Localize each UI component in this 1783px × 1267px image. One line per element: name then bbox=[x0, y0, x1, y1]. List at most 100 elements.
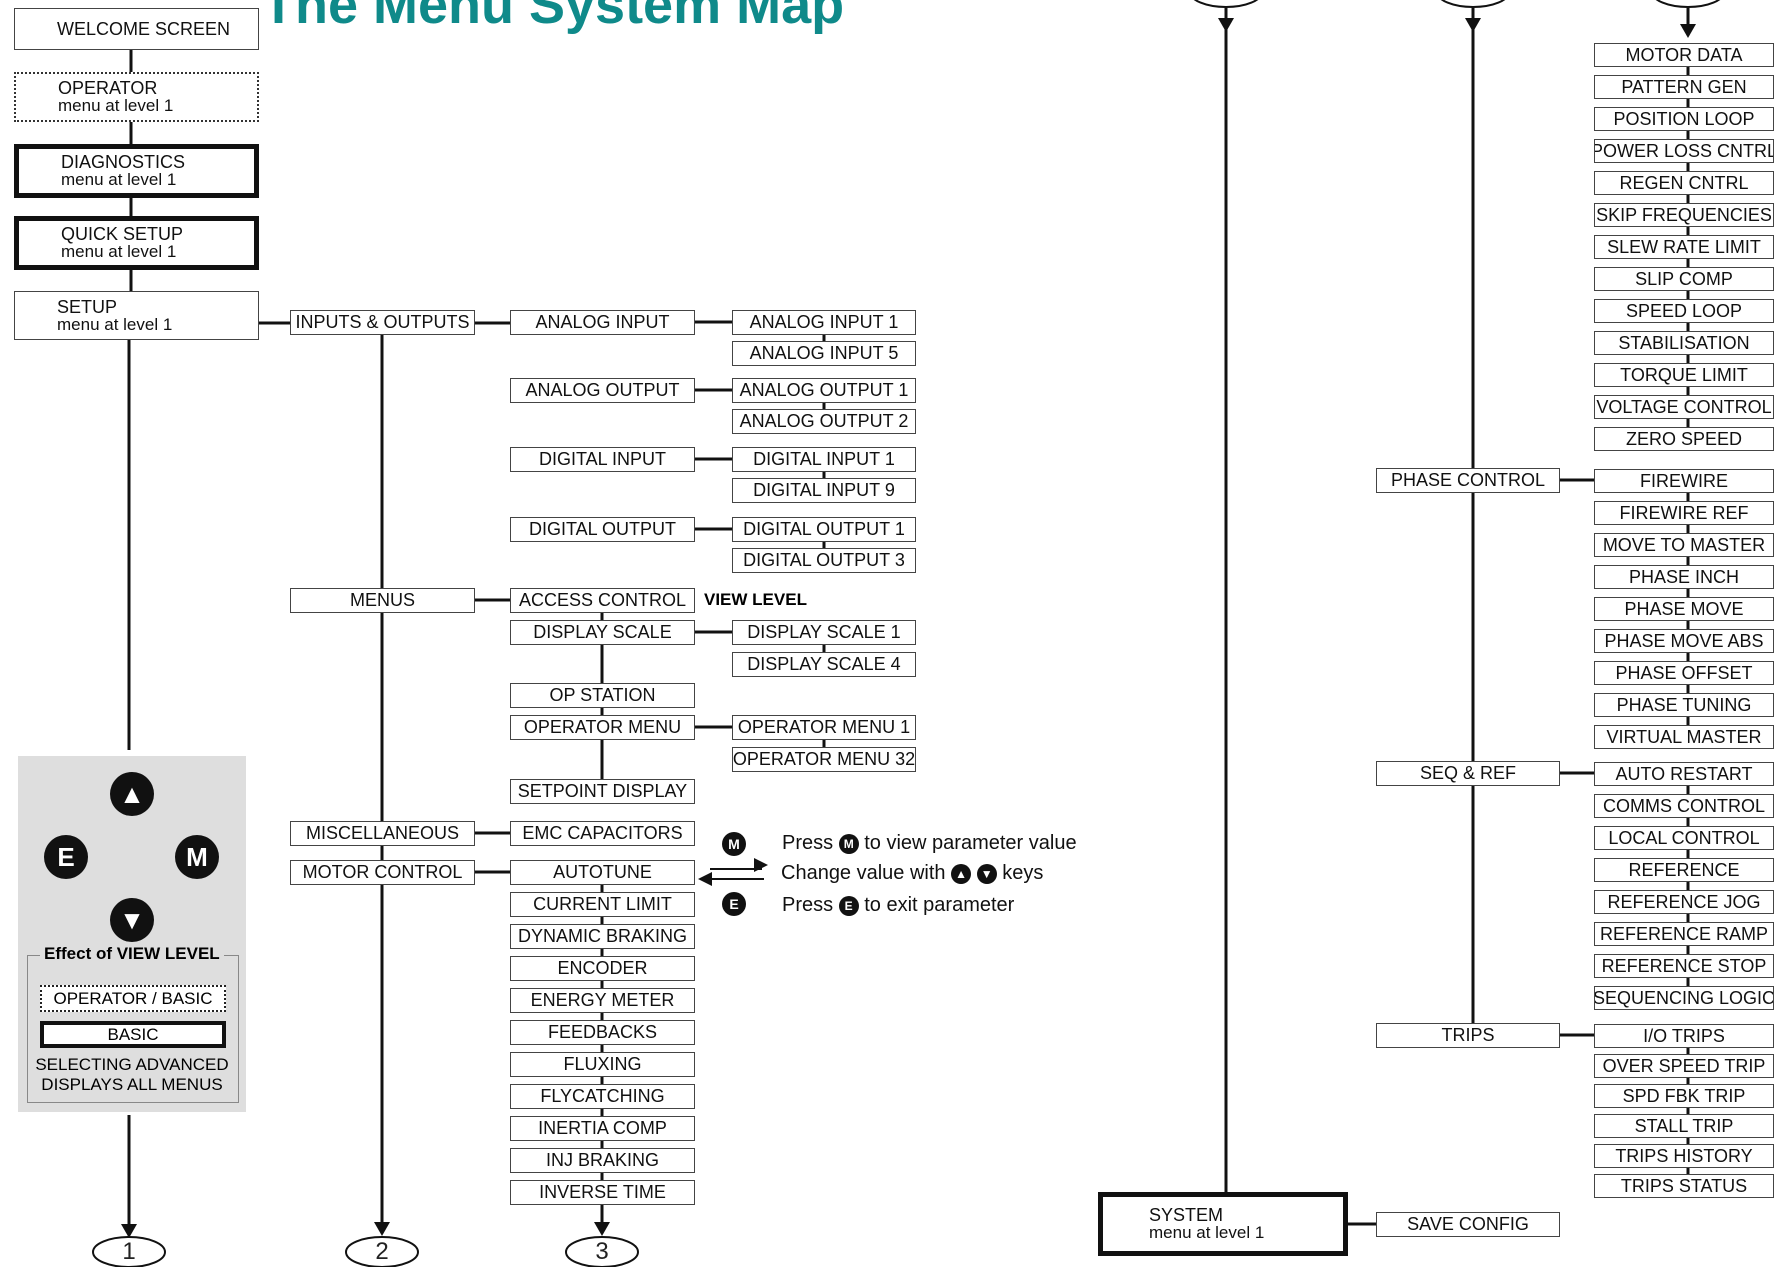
help-arrow-left bbox=[698, 872, 712, 886]
menu-slip-comp: SLIP COMP bbox=[1594, 267, 1774, 291]
menu-reference-stop: REFERENCE STOP bbox=[1594, 954, 1774, 978]
connector-2-arrow bbox=[374, 1222, 390, 1236]
menu-stall-trip: STALL TRIP bbox=[1594, 1114, 1774, 1138]
menu-system-level: menu at level 1 bbox=[1149, 1223, 1265, 1242]
menu-setpoint-display: SETPOINT DISPLAY bbox=[510, 779, 695, 804]
group-trips: TRIPS bbox=[1376, 1023, 1560, 1048]
menu-firewire: FIREWIRE bbox=[1594, 469, 1774, 493]
submenu-digital-output-1: DIGITAL OUTPUT 1 bbox=[732, 517, 916, 542]
menu-phase-offset: PHASE OFFSET bbox=[1594, 661, 1774, 685]
menu-setup-level: menu at level 1 bbox=[57, 314, 173, 334]
menu-regen-cntrl: REGEN CNTRL bbox=[1594, 171, 1774, 195]
submenu-analog-input-1: ANALOG INPUT 1 bbox=[732, 310, 916, 335]
menu-energy-meter: ENERGY METER bbox=[510, 988, 695, 1013]
menu-spd-fbk-trip: SPD FBK TRIP bbox=[1594, 1084, 1774, 1108]
connector-3-top-arrow bbox=[1680, 24, 1696, 38]
menu-fluxing: FLUXING bbox=[510, 1052, 695, 1077]
legend-basic: BASIC bbox=[40, 1021, 226, 1048]
menu-reference-ramp: REFERENCE RAMP bbox=[1594, 922, 1774, 946]
effect-title: Effect of VIEW LEVEL bbox=[40, 944, 224, 964]
menu-digital-output: DIGITAL OUTPUT bbox=[510, 517, 695, 542]
menu-current-limit: CURRENT LIMIT bbox=[510, 892, 695, 917]
menu-zero-speed: ZERO SPEED bbox=[1594, 427, 1774, 451]
menu-sequencing-logic: SEQUENCING LOGIC bbox=[1594, 986, 1774, 1010]
legend-operator-basic: OPERATOR / BASIC bbox=[40, 985, 226, 1012]
down-key-icon: ▼ bbox=[110, 898, 154, 942]
help-view-note-post: to view parameter value bbox=[864, 832, 1077, 854]
menu-access-control: ACCESS CONTROL bbox=[510, 588, 695, 613]
menu-comms-control: COMMS CONTROL bbox=[1594, 794, 1774, 818]
connector-1-label: 1 bbox=[122, 1238, 136, 1265]
menu-firewire-ref: FIREWIRE REF bbox=[1594, 501, 1774, 525]
submenu-display-scale-4: DISPLAY SCALE 4 bbox=[732, 652, 916, 677]
up-key-icon: ▲ bbox=[951, 863, 972, 884]
view-level-label: VIEW LEVEL bbox=[704, 590, 807, 609]
submenu-analog-input-5: ANALOG INPUT 5 bbox=[732, 341, 916, 366]
submenu-analog-output-2: ANALOG OUTPUT 2 bbox=[732, 409, 916, 434]
connector-2-label: 2 bbox=[375, 1238, 389, 1265]
menu-display-scale: DISPLAY SCALE bbox=[510, 620, 695, 645]
menu-flycatching: FLYCATCHING bbox=[510, 1084, 695, 1109]
menu-digital-input: DIGITAL INPUT bbox=[510, 447, 695, 472]
menu-phase-move-abs: PHASE MOVE ABS bbox=[1594, 629, 1774, 653]
menu-auto-restart: AUTO RESTART bbox=[1594, 762, 1774, 786]
menu-power-loss-cntrl: POWER LOSS CNTRL bbox=[1594, 139, 1774, 163]
menu-operator-label: OPERATOR bbox=[58, 78, 158, 98]
menu-trips-history: TRIPS HISTORY bbox=[1594, 1144, 1774, 1168]
menu-diagnostics-level: menu at level 1 bbox=[61, 170, 177, 189]
menu-stabilisation: STABILISATION bbox=[1594, 331, 1774, 355]
submenu-operator-menu-32: OPERATOR MENU 32 bbox=[732, 747, 916, 772]
menu-over-speed-trip: OVER SPEED TRIP bbox=[1594, 1054, 1774, 1078]
help-exit-note: Press E to exit parameter bbox=[782, 894, 1014, 917]
up-key-icon: ▲ bbox=[110, 772, 154, 816]
help-exit-note-pre: Press bbox=[782, 894, 839, 916]
menu-phase-inch: PHASE INCH bbox=[1594, 565, 1774, 589]
help-change-note: Change value with ▲ ▼ keys bbox=[781, 862, 1043, 885]
m-key-icon: M bbox=[838, 833, 859, 854]
down-key-icon: ▼ bbox=[976, 863, 997, 884]
page-title: The Menu System Map bbox=[262, 0, 845, 35]
menu-feedbacks: FEEDBACKS bbox=[510, 1020, 695, 1045]
group-menus: MENUS bbox=[290, 588, 475, 613]
connector-1-top-arrow bbox=[1218, 18, 1234, 32]
group-miscellaneous: MISCELLANEOUS bbox=[290, 821, 475, 846]
submenu-digital-output-3: DIGITAL OUTPUT 3 bbox=[732, 548, 916, 573]
legend-advanced-line-1: SELECTING ADVANCED bbox=[35, 1055, 229, 1074]
menu-quick-setup-label: QUICK SETUP bbox=[61, 224, 184, 244]
menu-dynamic-braking: DYNAMIC BRAKING bbox=[510, 924, 695, 949]
menu-motor-data: MOTOR DATA bbox=[1594, 43, 1774, 67]
menu-reference-jog: REFERENCE JOG bbox=[1594, 890, 1774, 914]
menu-operator-level: menu at level 1 bbox=[58, 96, 174, 115]
submenu-analog-output-1: ANALOG OUTPUT 1 bbox=[732, 378, 916, 403]
e-key-icon: E bbox=[44, 835, 88, 879]
menu-inj-braking: INJ BRAKING bbox=[510, 1148, 695, 1173]
menu-analog-output: ANALOG OUTPUT bbox=[510, 378, 695, 403]
connector-1-ellipse bbox=[92, 1236, 166, 1267]
menu-voltage-control: VOLTAGE CONTROL bbox=[1594, 395, 1774, 419]
menu-position-loop: POSITION LOOP bbox=[1594, 107, 1774, 131]
submenu-operator-menu-1: OPERATOR MENU 1 bbox=[732, 715, 916, 740]
m-key-icon: M bbox=[722, 832, 746, 856]
menu-welcome-screen: WELCOME SCREEN bbox=[14, 8, 259, 50]
menu-autotune: AUTOTUNE bbox=[510, 860, 695, 885]
group-phase-control: PHASE CONTROL bbox=[1376, 468, 1560, 493]
menu-pattern-gen: PATTERN GEN bbox=[1594, 75, 1774, 99]
menu-save-config: SAVE CONFIG bbox=[1376, 1212, 1560, 1237]
menu-emc-capacitors: EMC CAPACITORS bbox=[510, 821, 695, 846]
submenu-display-scale-1: DISPLAY SCALE 1 bbox=[732, 620, 916, 645]
menu-reference: REFERENCE bbox=[1594, 858, 1774, 882]
connector-3-ellipse bbox=[565, 1236, 639, 1267]
e-key-icon: E bbox=[838, 895, 859, 916]
help-change-note-pre: Change value with bbox=[781, 862, 952, 884]
e-key-icon: E bbox=[722, 892, 746, 916]
connector-2-top-ellipse bbox=[1440, 0, 1506, 8]
menu-torque-limit: TORQUE LIMIT bbox=[1594, 363, 1774, 387]
connector-3-label: 3 bbox=[595, 1238, 609, 1265]
menu-slew-rate-limit: SLEW RATE LIMIT bbox=[1594, 235, 1774, 259]
menu-inertia-comp: INERTIA COMP bbox=[510, 1116, 695, 1141]
